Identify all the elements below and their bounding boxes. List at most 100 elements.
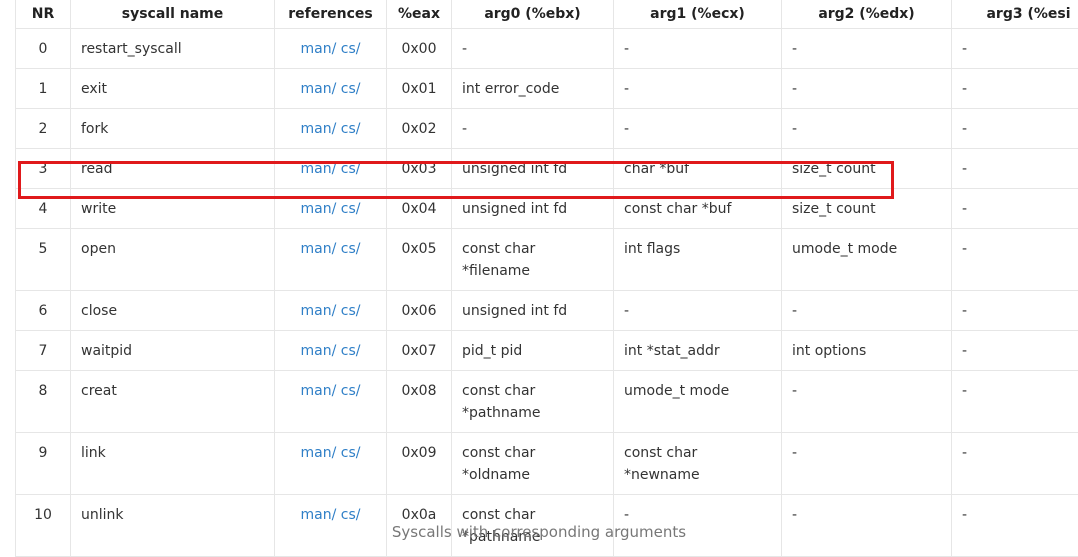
code-search-link[interactable]: cs/ bbox=[341, 383, 361, 399]
cell-syscall-name: exit bbox=[71, 69, 275, 109]
cell-eax: 0x06 bbox=[387, 291, 452, 331]
cell-references: man/ cs/ bbox=[275, 229, 387, 291]
cell-arg2: int options bbox=[782, 331, 952, 371]
cell-arg0: const char *filename bbox=[452, 229, 614, 291]
cell-eax: 0x01 bbox=[387, 69, 452, 109]
cell-arg1: int flags bbox=[614, 229, 782, 291]
cell-arg1: umode_t mode bbox=[614, 371, 782, 433]
cell-nr: 0 bbox=[16, 29, 71, 69]
cell-arg2: umode_t mode bbox=[782, 229, 952, 291]
cell-arg0: - bbox=[452, 29, 614, 69]
cell-nr: 4 bbox=[16, 189, 71, 229]
cell-eax: 0x09 bbox=[387, 433, 452, 495]
cell-arg3: - bbox=[952, 29, 1078, 69]
cell-nr: 6 bbox=[16, 291, 71, 331]
header-arg2: arg2 (%edx) bbox=[782, 0, 952, 29]
cell-references: man/ cs/ bbox=[275, 433, 387, 495]
cell-nr: 8 bbox=[16, 371, 71, 433]
cell-arg3: - bbox=[952, 433, 1078, 495]
code-search-link[interactable]: cs/ bbox=[341, 445, 361, 461]
header-arg0: arg0 (%ebx) bbox=[452, 0, 614, 29]
code-search-link[interactable]: cs/ bbox=[341, 81, 361, 97]
cell-arg3: - bbox=[952, 331, 1078, 371]
code-search-link[interactable]: cs/ bbox=[341, 507, 361, 523]
code-search-link[interactable]: cs/ bbox=[341, 201, 361, 217]
cell-arg2: - bbox=[782, 433, 952, 495]
cell-syscall-name: close bbox=[71, 291, 275, 331]
cell-syscall-name: creat bbox=[71, 371, 275, 433]
cell-references: man/ cs/ bbox=[275, 371, 387, 433]
cell-arg2: - bbox=[782, 29, 952, 69]
header-arg1: arg1 (%ecx) bbox=[614, 0, 782, 29]
cell-eax: 0x04 bbox=[387, 189, 452, 229]
cell-arg1: - bbox=[614, 109, 782, 149]
cell-eax: 0x03 bbox=[387, 149, 452, 189]
syscall-table: NR syscall name references %eax arg0 (%e… bbox=[15, 0, 1078, 557]
man-page-link[interactable]: man/ bbox=[301, 445, 337, 461]
code-search-link[interactable]: cs/ bbox=[341, 161, 361, 177]
cell-arg0: unsigned int fd bbox=[452, 149, 614, 189]
cell-arg2: - bbox=[782, 291, 952, 331]
header-syscall-name: syscall name bbox=[71, 0, 275, 29]
cell-arg2: size_t count bbox=[782, 149, 952, 189]
cell-arg0: const char *pathname bbox=[452, 371, 614, 433]
man-page-link[interactable]: man/ bbox=[301, 343, 337, 359]
man-page-link[interactable]: man/ bbox=[301, 241, 337, 257]
cell-arg0: pid_t pid bbox=[452, 331, 614, 371]
header-nr: NR bbox=[16, 0, 71, 29]
cell-arg3: - bbox=[952, 229, 1078, 291]
code-search-link[interactable]: cs/ bbox=[341, 241, 361, 257]
cell-arg0: - bbox=[452, 109, 614, 149]
cell-arg1: const char *newname bbox=[614, 433, 782, 495]
cell-arg1: - bbox=[614, 291, 782, 331]
cell-nr: 7 bbox=[16, 331, 71, 371]
syscall-table-container: NR syscall name references %eax arg0 (%e… bbox=[15, 0, 1078, 557]
header-arg3: arg3 (%esi bbox=[952, 0, 1078, 29]
cell-arg1: char *buf bbox=[614, 149, 782, 189]
man-page-link[interactable]: man/ bbox=[301, 41, 337, 57]
cell-arg0: const char *oldname bbox=[452, 433, 614, 495]
code-search-link[interactable]: cs/ bbox=[341, 303, 361, 319]
man-page-link[interactable]: man/ bbox=[301, 81, 337, 97]
code-search-link[interactable]: cs/ bbox=[341, 41, 361, 57]
cell-references: man/ cs/ bbox=[275, 109, 387, 149]
cell-eax: 0x00 bbox=[387, 29, 452, 69]
cell-arg1: - bbox=[614, 69, 782, 109]
cell-arg2: size_t count bbox=[782, 189, 952, 229]
cell-arg0: int error_code bbox=[452, 69, 614, 109]
cell-references: man/ cs/ bbox=[275, 29, 387, 69]
cell-references: man/ cs/ bbox=[275, 291, 387, 331]
cell-references: man/ cs/ bbox=[275, 149, 387, 189]
cell-nr: 9 bbox=[16, 433, 71, 495]
cell-arg3: - bbox=[952, 109, 1078, 149]
cell-arg1: int *stat_addr bbox=[614, 331, 782, 371]
man-page-link[interactable]: man/ bbox=[301, 383, 337, 399]
man-page-link[interactable]: man/ bbox=[301, 121, 337, 137]
cell-eax: 0x02 bbox=[387, 109, 452, 149]
man-page-link[interactable]: man/ bbox=[301, 507, 337, 523]
code-search-link[interactable]: cs/ bbox=[341, 121, 361, 137]
man-page-link[interactable]: man/ bbox=[301, 161, 337, 177]
cell-arg1: const char *buf bbox=[614, 189, 782, 229]
man-page-link[interactable]: man/ bbox=[301, 201, 337, 217]
cell-references: man/ cs/ bbox=[275, 331, 387, 371]
cell-arg3: - bbox=[952, 291, 1078, 331]
cell-nr: 1 bbox=[16, 69, 71, 109]
man-page-link[interactable]: man/ bbox=[301, 303, 337, 319]
cell-references: man/ cs/ bbox=[275, 189, 387, 229]
cell-syscall-name: restart_syscall bbox=[71, 29, 275, 69]
cell-syscall-name: write bbox=[71, 189, 275, 229]
code-search-link[interactable]: cs/ bbox=[341, 343, 361, 359]
cell-syscall-name: waitpid bbox=[71, 331, 275, 371]
cell-nr: 5 bbox=[16, 229, 71, 291]
cell-eax: 0x07 bbox=[387, 331, 452, 371]
header-references: references bbox=[275, 0, 387, 29]
